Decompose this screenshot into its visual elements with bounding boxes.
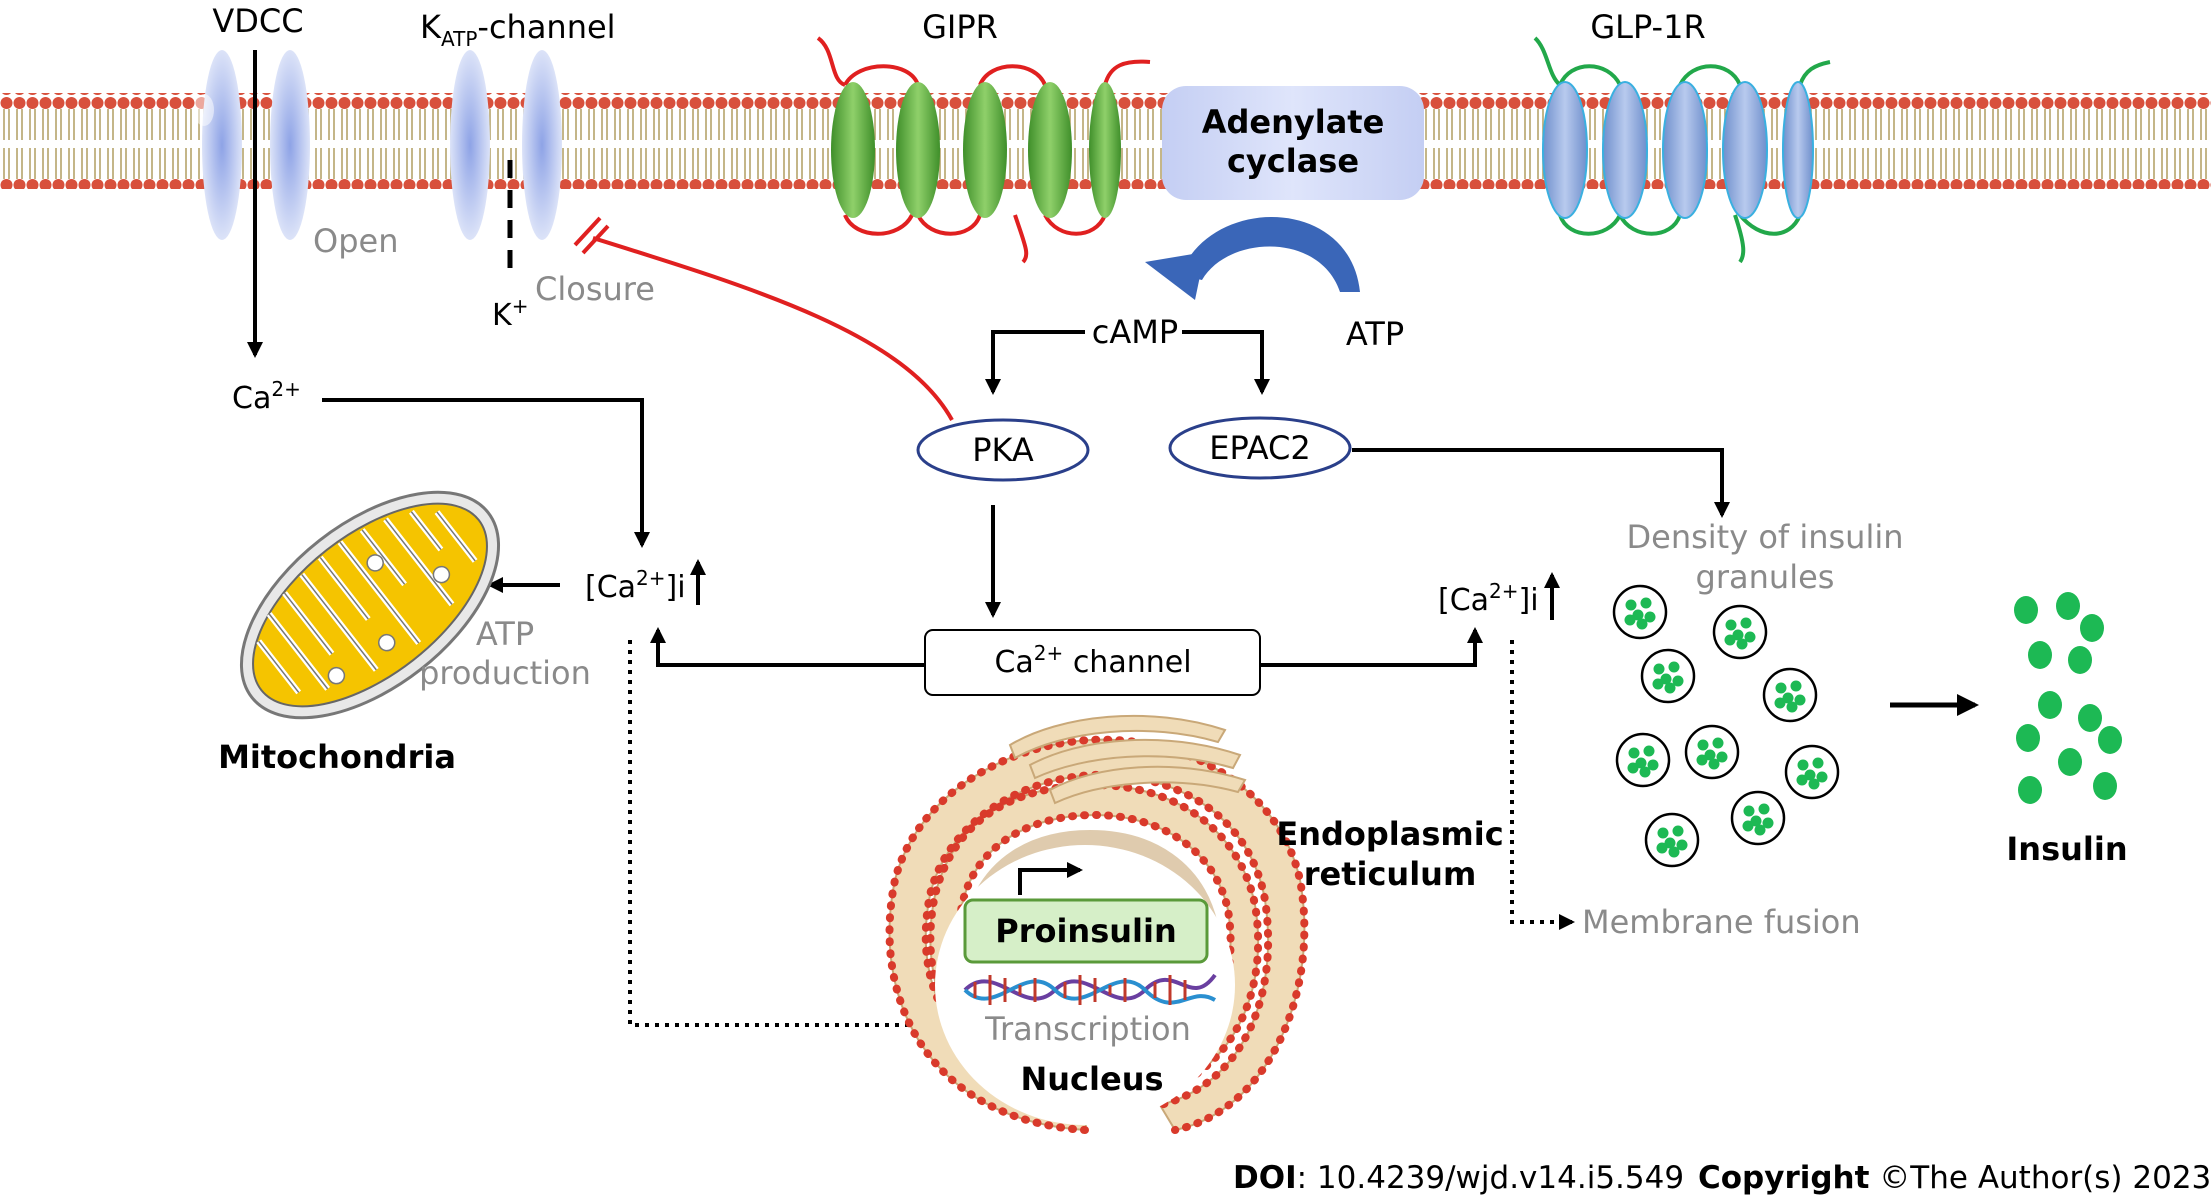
transcription-start-arrow [1018,862,1083,895]
insulin-molecule [2014,596,2038,624]
insulin-molecule [2038,691,2062,719]
proinsulin-label: Proinsulin [995,912,1177,950]
k-ion-label: K+ [492,294,528,333]
mitochondrion [239,490,501,720]
insulin-molecule [2058,748,2082,776]
glp1r-receptor [1533,36,1831,264]
insulin-label: Insulin [2006,830,2127,868]
insulin-molecule [2016,724,2040,752]
atp-production-line1: ATP [476,615,534,653]
pka-inhibits-katp [573,216,954,421]
er-label-line2: reticulum [1304,855,1477,893]
ca-channel-box [924,629,1261,696]
vdcc-label: VDCC [212,2,303,40]
dna-helix [963,973,1217,1005]
cai-right-label: [Ca2+]i [1438,579,1539,618]
transcription-label: Transcription [984,1010,1191,1048]
doi-citation: DOI: 10.4239/wjd.v14.i5.549 [1233,1160,1684,1196]
density-label-line1: Density of insulin [1626,518,1903,556]
open-label: Open [313,222,398,260]
membrane-fusion-label: Membrane fusion [1582,903,1861,941]
katp-channel [450,50,562,240]
epac2-to-density-arrow [1352,448,1730,518]
proinsulin-box [963,898,1209,964]
pka-label: PKA [972,431,1034,469]
golgi-apparatus [1008,714,1247,805]
gipr-receptor [816,36,1151,264]
insulin-granule [1612,584,1668,640]
ca-channel-to-cai-left-arrow [650,627,925,667]
insulin-molecule [2093,772,2117,800]
copyright-notice: Copyright ©The Author(s) 2023. [1698,1160,2211,1196]
adenylate-cyclase [1162,86,1424,200]
insulin-molecule [2078,704,2102,732]
katp-label: KATP-channel [420,8,616,51]
ca-channel-label: Ca2+ channel [994,641,1191,680]
insulin-granule [1784,744,1840,800]
nucleus-label: Nucleus [1020,1060,1163,1098]
insulin-molecule [2080,614,2104,642]
adenylate-label-line1: Adenylate [1202,103,1385,141]
atp-production-line2: production [419,654,591,692]
atp-to-camp-arrow [1145,216,1360,300]
camp-to-pka-arrow [985,330,1085,395]
insulin-molecule [2028,641,2052,669]
closure-label: Closure [535,270,655,308]
cai-to-fusion-dotted-arrow [1510,640,1575,930]
er-label-line1: Endoplasmic [1276,815,1503,853]
camp-to-epac2-arrow [1182,330,1270,395]
insulin-granules [1612,584,1840,868]
camp-label: cAMP [1092,313,1178,351]
insulin-molecule [2056,592,2080,620]
insulin-molecule [2098,726,2122,754]
vdcc-channel [194,50,310,240]
epac2-node [1168,416,1352,480]
ca-label: Ca2+ [232,377,301,416]
mitochondria-label: Mitochondria [218,738,456,776]
insulin-granule [1644,812,1700,868]
insulin-granule [1640,648,1696,704]
insulin-molecules [2014,592,2122,804]
atp-label: ATP [1346,315,1404,353]
insulin-granule [1615,732,1671,788]
adenylate-label-line2: cyclase [1227,142,1359,180]
epac2-label: EPAC2 [1209,429,1311,467]
insulin-granule [1712,604,1768,660]
insulin-granule [1730,790,1786,846]
insulin-granule [1762,667,1818,723]
ca-to-cai-arrow [322,398,650,548]
gipr-label: GIPR [922,8,998,46]
insulin-molecule [2068,646,2092,674]
ca-channel-to-cai-right-arrow [1260,627,1483,667]
pka-node [916,418,1090,482]
density-label-line2: granules [1696,558,1835,596]
insulin-granule [1684,724,1740,780]
insulin-molecule [2018,776,2042,804]
glp1r-label: GLP-1R [1590,8,1705,46]
cai-left-label: [Ca2+]i [585,566,686,605]
